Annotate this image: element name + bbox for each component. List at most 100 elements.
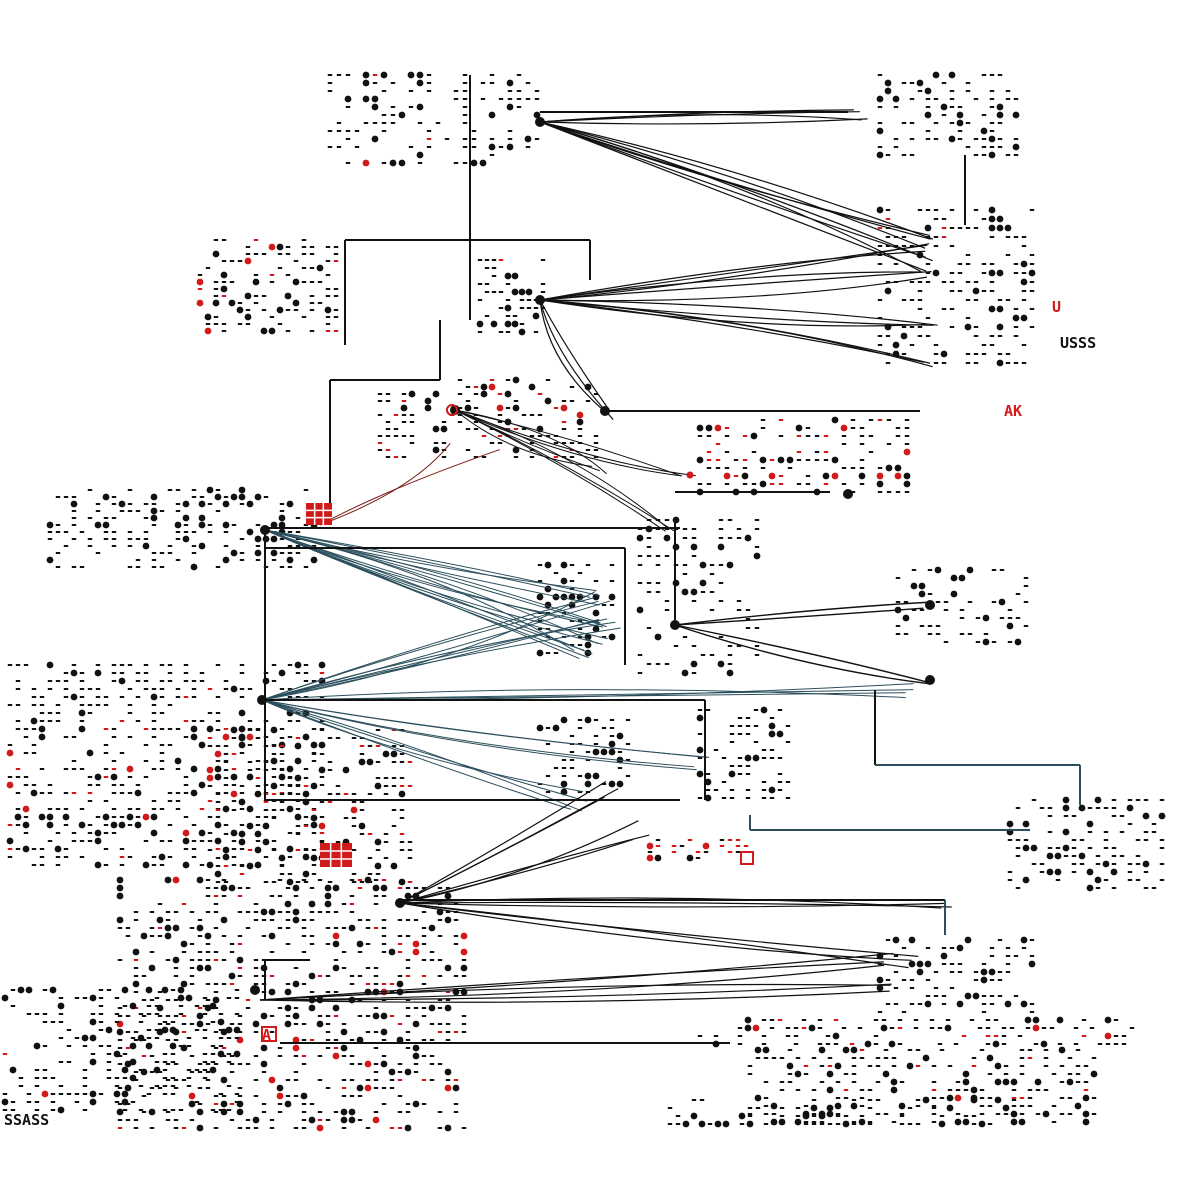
node-dot bbox=[759, 480, 767, 488]
node-dash bbox=[875, 1113, 881, 1115]
node-dot bbox=[511, 272, 519, 280]
node-dot bbox=[129, 1042, 137, 1050]
node-dash bbox=[327, 769, 333, 771]
node-dash bbox=[399, 841, 405, 843]
node-dash bbox=[287, 873, 293, 875]
node-dash bbox=[729, 725, 735, 727]
node-dash bbox=[859, 1097, 865, 1099]
node-dash bbox=[1007, 879, 1013, 881]
node-dash bbox=[199, 808, 205, 810]
node-dot bbox=[246, 500, 254, 508]
node-dash bbox=[991, 641, 997, 643]
node-dash bbox=[245, 1063, 251, 1065]
node-dash bbox=[991, 569, 997, 571]
node-dash bbox=[159, 728, 165, 730]
node-dot bbox=[1078, 804, 1086, 812]
node-dash bbox=[390, 122, 396, 124]
node-dash bbox=[245, 246, 251, 248]
node-dash bbox=[917, 281, 923, 283]
node-dash bbox=[103, 538, 109, 540]
node-dash bbox=[1111, 807, 1117, 809]
node-dash bbox=[885, 236, 891, 238]
node-dash bbox=[317, 281, 323, 283]
node-dot bbox=[366, 758, 374, 766]
node-dash bbox=[245, 309, 251, 311]
node-dash bbox=[127, 503, 133, 505]
node-dash bbox=[95, 816, 101, 818]
node-dot bbox=[404, 1124, 412, 1132]
node-dash bbox=[413, 1063, 419, 1065]
edge-hub-f bbox=[261, 683, 914, 701]
node-dash bbox=[1005, 299, 1011, 301]
node-dash bbox=[771, 1113, 777, 1115]
node-dash bbox=[1015, 847, 1021, 849]
node-dash bbox=[1075, 1073, 1081, 1075]
node-dash bbox=[143, 680, 149, 682]
node-dash bbox=[7, 856, 13, 858]
node-dash bbox=[1001, 1027, 1007, 1029]
node-dash bbox=[15, 776, 21, 778]
node-dot bbox=[129, 1074, 137, 1082]
node-dash bbox=[507, 130, 513, 132]
node-dash bbox=[349, 1063, 355, 1065]
node-dot bbox=[608, 748, 616, 756]
node-dash bbox=[253, 1079, 259, 1081]
node-dot bbox=[892, 936, 900, 944]
node-dash bbox=[221, 323, 227, 325]
node-dash bbox=[309, 935, 315, 937]
node-dash bbox=[805, 475, 811, 477]
node-dash bbox=[453, 975, 459, 977]
node-dash bbox=[31, 688, 37, 690]
node-dash bbox=[873, 1035, 879, 1037]
node-dash bbox=[181, 1015, 187, 1017]
node-dash bbox=[293, 260, 299, 262]
node-dash bbox=[1019, 1073, 1025, 1075]
node-dash bbox=[997, 74, 1003, 76]
node-dot bbox=[116, 884, 124, 892]
node-dash bbox=[997, 335, 1003, 337]
node-dot bbox=[424, 404, 432, 412]
node-dash bbox=[915, 1065, 921, 1067]
node-dash bbox=[785, 1027, 791, 1029]
node-dash bbox=[405, 935, 411, 937]
node-dash bbox=[1113, 1043, 1119, 1045]
node-dash bbox=[255, 545, 261, 547]
node-dash bbox=[435, 122, 441, 124]
node-dot bbox=[121, 1090, 129, 1098]
node-dash bbox=[877, 317, 883, 319]
node-dash bbox=[1013, 326, 1019, 328]
node-dash bbox=[215, 801, 221, 803]
node-dot bbox=[646, 842, 654, 850]
node-dash bbox=[383, 777, 389, 779]
node-dash bbox=[835, 1081, 841, 1083]
node-dash bbox=[301, 1127, 307, 1129]
node-dash bbox=[915, 1049, 921, 1051]
node-dash bbox=[827, 1123, 833, 1125]
node-dash bbox=[569, 386, 575, 388]
node-dot bbox=[988, 215, 996, 223]
node-dash bbox=[457, 421, 463, 423]
node-dot bbox=[876, 984, 884, 992]
node-dot bbox=[946, 1104, 954, 1112]
node-dash bbox=[311, 753, 317, 755]
node-dash bbox=[47, 784, 53, 786]
node-dash bbox=[507, 138, 513, 140]
node-dot bbox=[1032, 1024, 1040, 1032]
node-dot bbox=[776, 730, 784, 738]
node-dot bbox=[78, 725, 86, 733]
node-dot bbox=[400, 404, 408, 412]
node-dash bbox=[173, 1087, 179, 1089]
node-dot bbox=[182, 829, 190, 837]
node-dot bbox=[938, 1120, 946, 1128]
node-dot bbox=[318, 661, 326, 669]
node-dash bbox=[785, 1035, 791, 1037]
node-dash bbox=[901, 979, 907, 981]
node-dash bbox=[505, 283, 511, 285]
node-dash bbox=[111, 538, 117, 540]
node-dash bbox=[114, 1013, 120, 1015]
node-dash bbox=[933, 138, 939, 140]
node-dot bbox=[1046, 852, 1054, 860]
node-dash bbox=[71, 768, 77, 770]
node-dash bbox=[178, 1109, 184, 1111]
node-dot bbox=[398, 790, 406, 798]
